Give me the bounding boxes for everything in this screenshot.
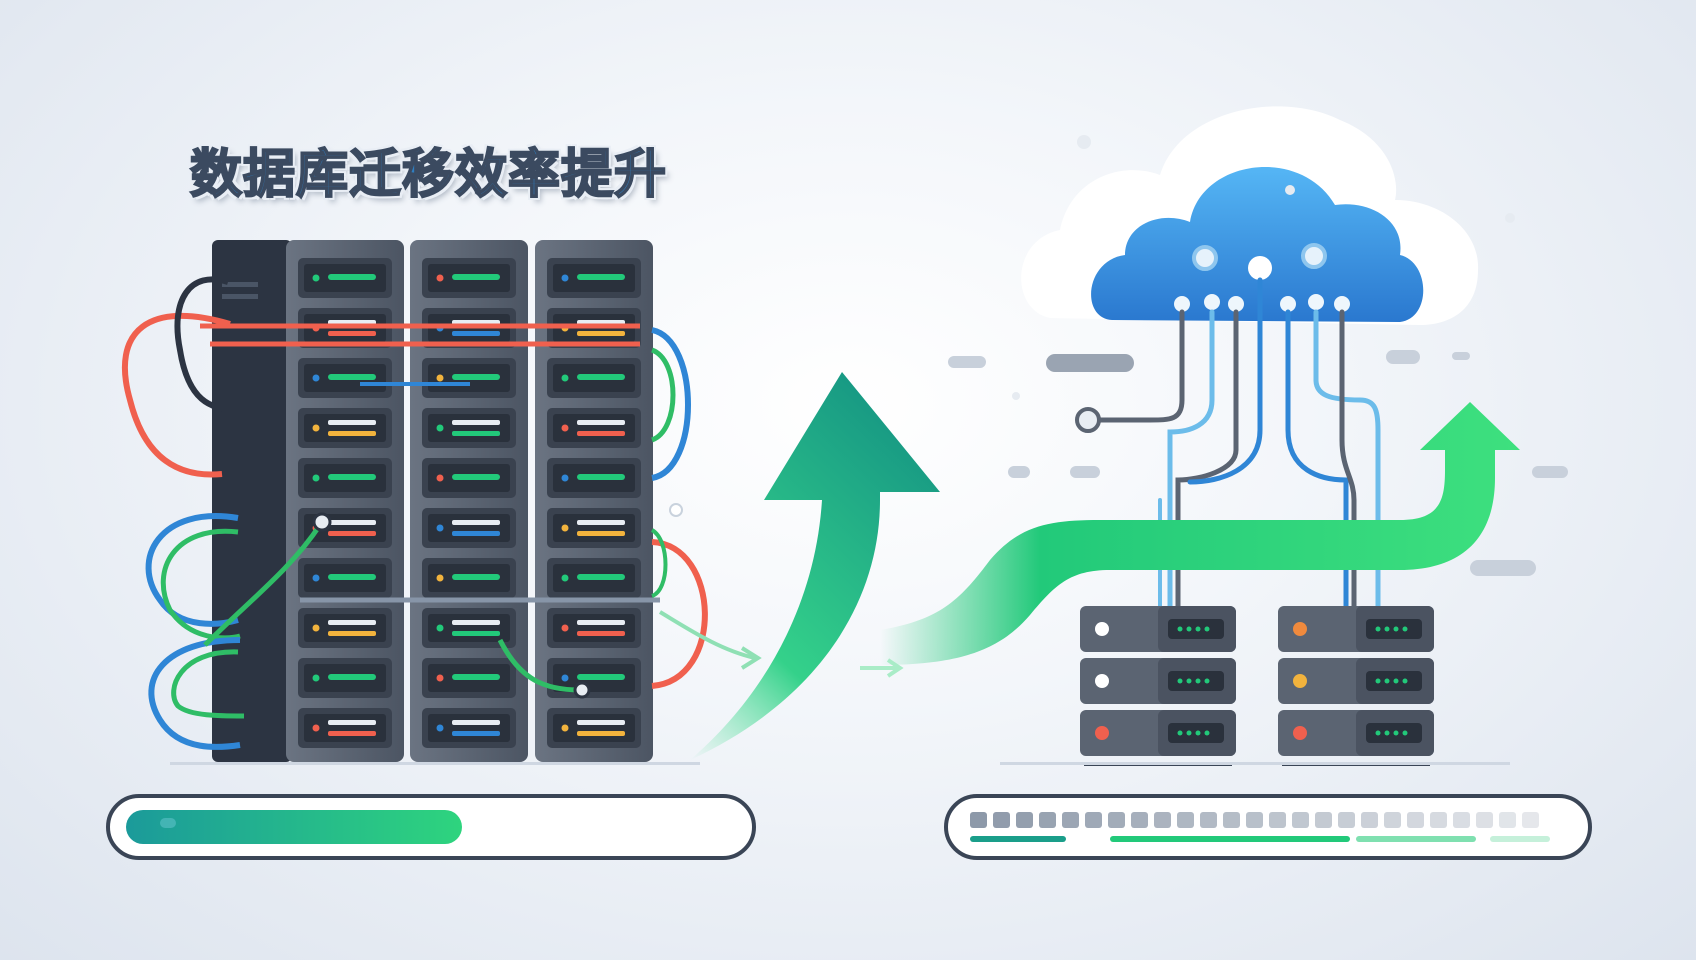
progress-segment: [1522, 812, 1539, 828]
progress-segment: [1292, 812, 1309, 828]
progress-segment: [1499, 812, 1516, 828]
progress-segment: [1062, 812, 1079, 828]
decorative-dashes: [948, 135, 1568, 576]
network-traces: [1075, 277, 1381, 613]
progress-segment: [1407, 812, 1424, 828]
progress-segment: [1453, 812, 1470, 828]
transfer-arrow-icon: [860, 402, 1520, 678]
progress-segment: [1131, 812, 1148, 828]
progress-segment: [1246, 812, 1263, 828]
left-progress-bar: [106, 794, 756, 860]
progress-segment: [1269, 812, 1286, 828]
progress-segment: [1361, 812, 1378, 828]
progress-segment: [1154, 812, 1171, 828]
progress-segment: [1016, 812, 1033, 828]
progress-segment: [1223, 812, 1240, 828]
right-progress-bar: [944, 794, 1592, 860]
progress-segment: [993, 812, 1010, 828]
progress-segment: [1200, 812, 1217, 828]
progress-segment: [970, 812, 987, 828]
progress-segment: [1177, 812, 1194, 828]
server-rack-icon: [122, 240, 762, 765]
page-title: 数据库迁移效率提升: [189, 144, 668, 206]
server-stack-icon: [1080, 606, 1434, 766]
cloud-icon: [1021, 106, 1479, 325]
progress-segment: [1039, 812, 1056, 828]
progress-segment: [1108, 812, 1125, 828]
progress-segment: [1430, 812, 1447, 828]
progress-segment: [1085, 812, 1102, 828]
progress-segment: [1384, 812, 1401, 828]
growth-arrow-icon: [690, 372, 940, 760]
progress-segment: [1476, 812, 1493, 828]
progress-segment: [1338, 812, 1355, 828]
progress-segment: [1315, 812, 1332, 828]
